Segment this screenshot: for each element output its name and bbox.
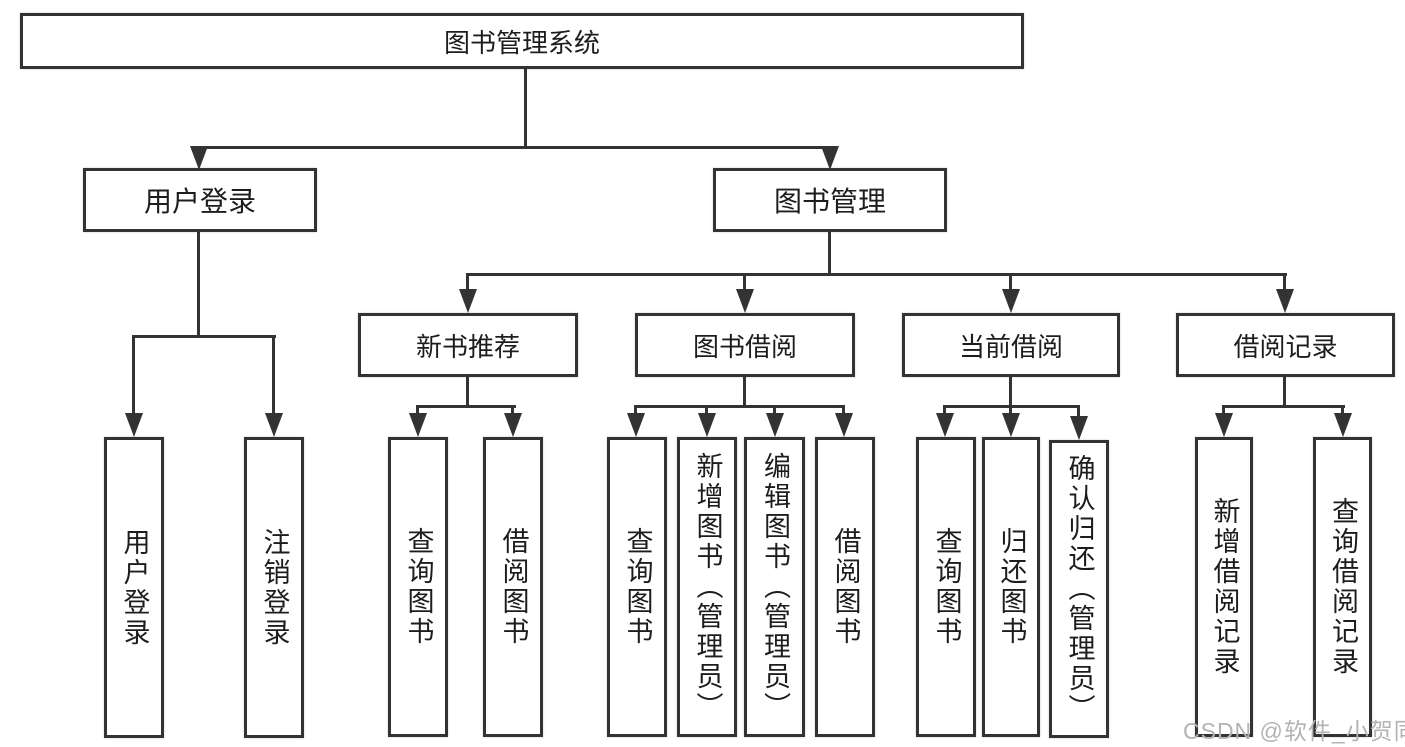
node-borrowing-records: 借阅记录 [1176,313,1395,377]
connector-line [132,335,276,338]
connector-line [743,377,746,408]
connector-line [1009,405,1012,417]
connector-line [132,335,135,415]
node-book-borrowing: 图书借阅 [635,313,855,377]
connector-line [634,405,845,408]
arrow-down-icon [627,413,645,437]
connector-line [1222,405,1345,408]
node-library-management-system: 图书管理系统 [20,13,1024,69]
watermark-text: CSDN @软件_小贺同学 [1183,718,1405,744]
leaf-query-books-current: 查询图书 [916,437,976,737]
arrow-down-icon [766,413,784,437]
leaf-add-book-admin: 新增图书（管理员） [677,437,737,737]
connector-line [743,273,746,291]
connector-line [1283,377,1286,408]
arrow-down-icon [821,146,839,170]
connector-line [272,335,275,415]
arrow-down-icon [265,413,283,437]
connector-line [466,377,469,408]
connector-line [1009,273,1012,291]
node-new-book-recommendation: 新书推荐 [358,313,578,377]
arrow-down-icon [459,289,477,313]
connector-line [511,405,514,417]
arrow-down-icon [1334,413,1352,437]
connector-line [1222,405,1225,417]
arrow-down-icon [1276,289,1294,313]
leaf-add-borrow-record: 新增借阅记录 [1195,437,1253,737]
leaf-borrow-books: 借阅图书 [815,437,875,737]
connector-line [705,405,708,417]
arrow-down-icon [1070,416,1088,440]
arrow-down-icon [698,413,716,437]
arrow-down-icon [736,289,754,313]
leaf-confirm-return-admin: 确认归还（管理员） [1049,440,1109,738]
connector-line [1077,405,1080,417]
connector-line [1341,405,1344,417]
leaf-logout-login: 注销登录 [244,437,304,738]
connector-line [416,405,419,417]
arrow-down-icon [190,146,208,170]
connector-line [1009,377,1012,408]
connector-line [828,232,831,276]
leaf-edit-book-admin: 编辑图书（管理员） [744,437,805,737]
connector-line [466,273,469,291]
arrow-down-icon [125,413,143,437]
leaf-borrow-books-recommend: 借阅图书 [483,437,543,737]
leaf-user-login: 用户登录 [104,437,164,738]
arrow-down-icon [1002,413,1020,437]
arrow-down-icon [1215,413,1233,437]
connector-line [773,405,776,417]
arrow-down-icon [1002,289,1020,313]
connector-line [416,405,516,408]
leaf-return-books: 归还图书 [982,437,1040,737]
connector-line [198,146,832,149]
connector-line [524,68,527,148]
arrow-down-icon [936,413,954,437]
arrow-down-icon [409,413,427,437]
connector-line [842,405,845,417]
arrow-down-icon [504,413,522,437]
leaf-query-books-recommend: 查询图书 [388,437,448,737]
connector-line [197,232,200,338]
leaf-query-books-borrow: 查询图书 [607,437,667,737]
node-user-login: 用户登录 [83,168,317,232]
connector-line [466,273,1287,276]
connector-line [1283,273,1286,291]
node-book-management: 图书管理 [713,168,947,232]
leaf-query-borrow-record: 查询借阅记录 [1313,437,1372,737]
arrow-down-icon [835,413,853,437]
connector-line [634,405,637,417]
node-current-borrowing: 当前借阅 [902,313,1120,377]
connector-line [943,405,946,417]
